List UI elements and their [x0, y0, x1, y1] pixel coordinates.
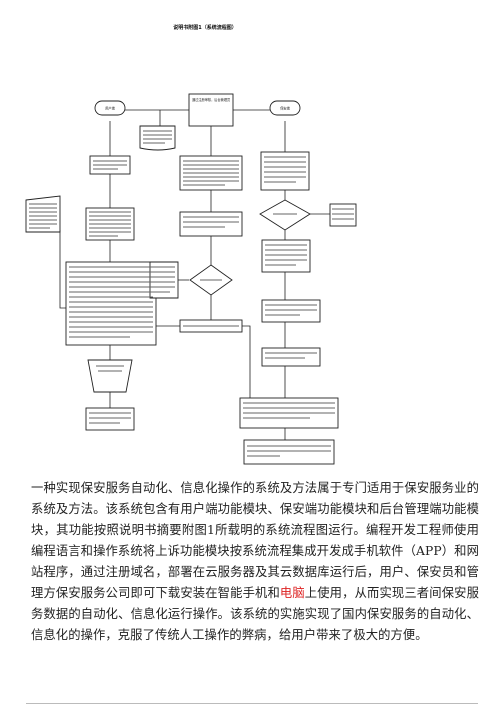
node-text-marks — [29, 130, 354, 457]
description-text-part1: 一种实现保安服务自动化、信息化操作的系统及方法属于专门适用于保安服务业的系统及方… — [31, 481, 479, 600]
user-confirm-box — [85, 407, 135, 431]
user-pay-shape — [87, 359, 133, 393]
diagram-title: 说明书附图1（系统流程图） — [173, 25, 237, 31]
description-paragraph: 一种实现保安服务自动化、信息化操作的系统及方法属于专门适用于保安服务业的系统及方… — [31, 478, 479, 646]
user-order-box — [65, 261, 157, 346]
guard-serve-box — [261, 347, 321, 367]
computer-link[interactable]: 电脑 — [279, 586, 305, 600]
svg-text:保安端: 保安端 — [280, 106, 290, 111]
flowchart: 用户端 通过注册审核，后台管理员 保安端 — [25, 93, 357, 465]
admin-assign-box — [179, 211, 243, 237]
admin-system-box — [139, 125, 176, 151]
user-note-box — [25, 195, 61, 233]
bottom-divider — [26, 703, 478, 704]
guard-note-box — [329, 203, 357, 227]
description-text-part2: 上使用，从而实现三者间保安服务数据的自动化、信息化运行操作。该系统的实施实现了国… — [31, 586, 479, 642]
guard-arrive-box — [261, 299, 321, 323]
guard-decision — [259, 199, 311, 231]
lane-admin-start: 通过注册审核，后台管理员 — [188, 93, 234, 127]
lane-user: 用户端 — [94, 100, 126, 116]
guard-receive-box — [260, 151, 310, 191]
admin-note-box — [149, 261, 179, 299]
svg-text:用户端: 用户端 — [105, 106, 115, 111]
end-box — [243, 439, 335, 465]
lane-guard: 保安端 — [269, 100, 301, 116]
node-0-text: 通过注册审核，后台管理员 — [192, 97, 230, 102]
